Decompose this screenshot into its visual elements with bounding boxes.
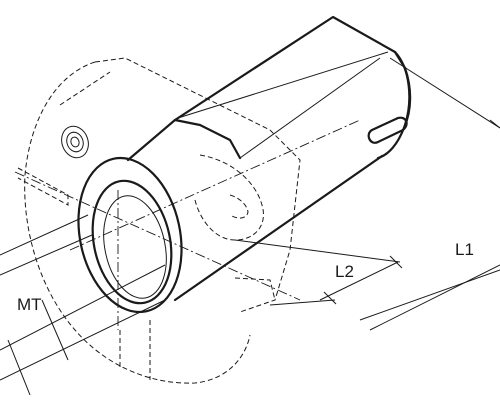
dimension-l1 xyxy=(359,57,500,331)
dimension-mt xyxy=(0,214,166,396)
label-mt: MT xyxy=(17,295,42,314)
flange-hidden-outline xyxy=(17,57,301,384)
label-l1: L1 xyxy=(455,240,474,259)
centre-lines xyxy=(14,119,361,330)
dimension-l2 xyxy=(234,239,403,306)
label-l2: L2 xyxy=(335,262,354,281)
holder-body xyxy=(126,15,412,302)
front-bore xyxy=(77,156,183,314)
bolt-hole xyxy=(61,125,89,159)
